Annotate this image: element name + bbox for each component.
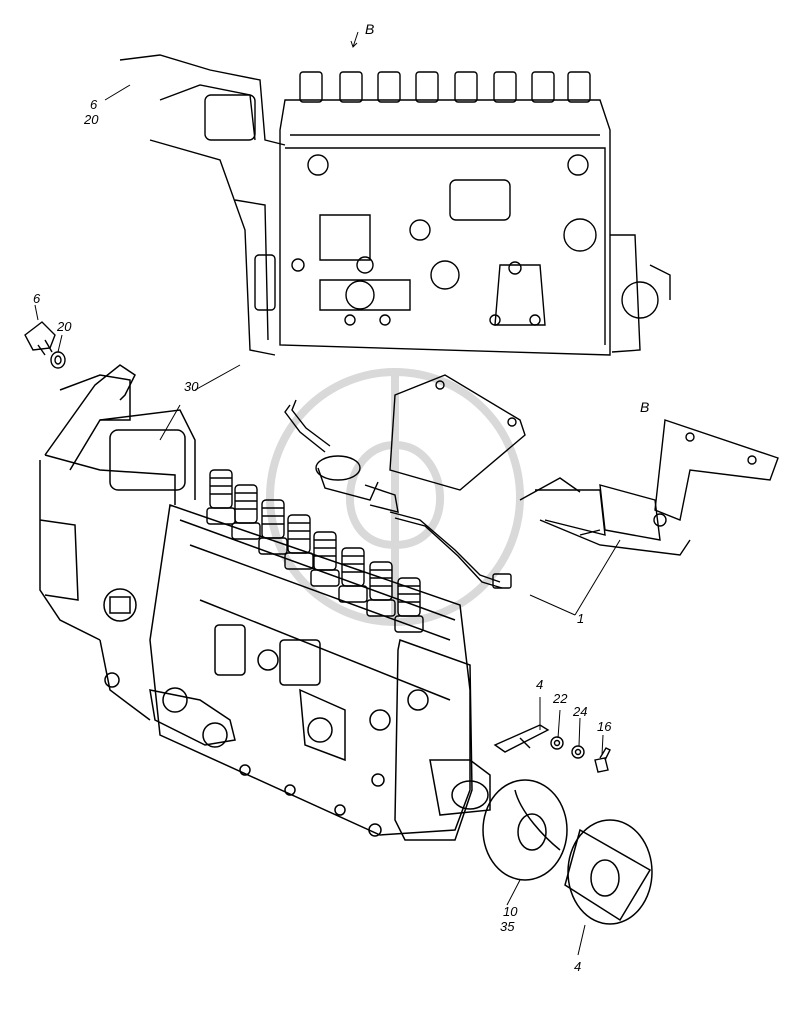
callout-6-left: 6 <box>33 291 41 306</box>
injector-fitting <box>366 561 396 617</box>
main-injection-pump <box>39 364 491 841</box>
view-title-label: B <box>640 399 650 415</box>
injector-fitting <box>206 469 236 525</box>
callout-30: 30 <box>184 379 199 394</box>
view-marker-label: B <box>365 21 375 37</box>
bracket-and-hardware <box>493 724 611 773</box>
callout-22: 22 <box>553 691 568 706</box>
callout-4-upper: 4 <box>536 677 544 692</box>
callout-10: 10 <box>503 904 518 919</box>
upper-pump-assembly <box>119 54 671 356</box>
callout-35: 35 <box>500 919 515 934</box>
callout-24: 24 <box>573 704 588 719</box>
injector-fitting <box>310 531 340 587</box>
injector-fitting <box>231 484 261 540</box>
callout-16: 16 <box>597 719 612 734</box>
callout-1: 1 <box>577 611 585 626</box>
injector-fitting <box>394 577 424 633</box>
injector-fitting <box>338 547 368 603</box>
leader-lines <box>34 31 621 956</box>
coupling-flanges <box>482 779 653 925</box>
injector-fitting <box>284 514 314 570</box>
upper-injector-tops <box>299 71 591 103</box>
injector-fitting <box>258 499 288 555</box>
main-injector-fittings <box>206 469 424 633</box>
callout-6-top: 6 <box>90 97 98 112</box>
view-b-inset <box>519 419 779 556</box>
solenoid-valve-assembly <box>284 374 526 589</box>
callout-20-left: 20 <box>57 319 72 334</box>
callout-20-top: 20 <box>84 112 99 127</box>
callout-4-lower: 4 <box>574 959 582 974</box>
